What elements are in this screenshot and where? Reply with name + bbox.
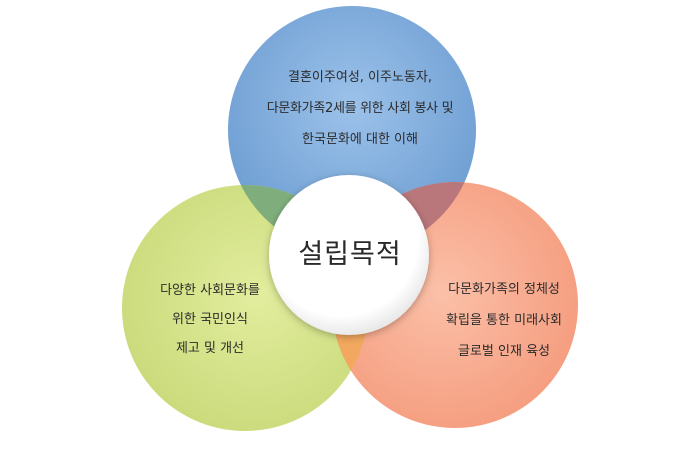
left-line-2: 위한 국민인식 bbox=[172, 312, 248, 327]
left-line-1: 다양한 사회문화를 bbox=[160, 283, 260, 298]
center-label: 설립목적 bbox=[298, 239, 402, 270]
top-line-1: 결혼이주여성, 이주노동자, bbox=[288, 70, 432, 85]
top-line-3: 한국문화에 대한 이해 bbox=[302, 132, 418, 147]
top-line-2: 다문화가족2세를 위한 사회 봉사 및 bbox=[266, 101, 454, 116]
center-circle bbox=[269, 175, 429, 335]
right-line-3: 글로벌 인재 육성 bbox=[458, 344, 550, 359]
right-line-2: 확립을 통한 미래사회 bbox=[446, 313, 562, 328]
left-line-3: 제고 및 개선 bbox=[175, 341, 245, 356]
right-line-1: 다문화가족의 정체성 bbox=[448, 282, 560, 297]
right-circle-label: 다문화가족의 정체성 확립을 통한 미래사회 글로벌 인재 육성 bbox=[404, 274, 604, 367]
left-circle-label: 다양한 사회문화를 위한 국민인식 제고 및 개선 bbox=[110, 276, 310, 363]
top-circle-label: 결혼이주여성, 이주노동자, 다문화가족2세를 위한 사회 봉사 및 한국문화에… bbox=[210, 62, 510, 155]
